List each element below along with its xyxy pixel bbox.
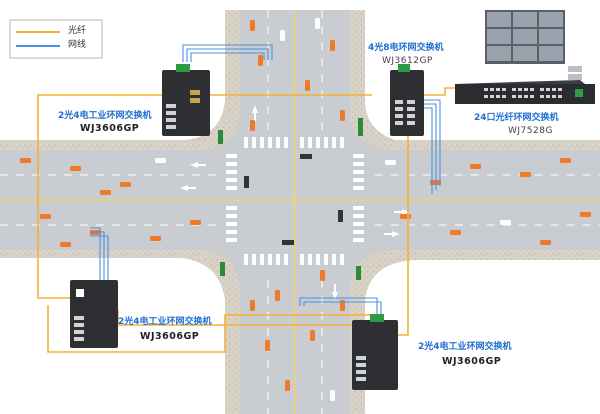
car (315, 18, 320, 29)
car (340, 300, 345, 311)
legend-fiber-label: 光纤 (68, 26, 87, 36)
car (250, 120, 255, 131)
car (500, 220, 511, 225)
car (70, 166, 81, 171)
car (150, 236, 161, 241)
car (40, 214, 51, 219)
car (280, 30, 285, 41)
legend (9, 19, 103, 59)
car (60, 242, 71, 247)
bottom-left-switch-model: WJ3606GP (140, 331, 200, 342)
car (520, 172, 531, 177)
car (100, 190, 111, 195)
core-switch-name: 24口光纤环网交换机 (474, 113, 559, 123)
car (400, 214, 411, 219)
lane-arrows (180, 105, 410, 300)
bottom-right-switch-name: 2光4电工业环网交换机 (418, 342, 512, 352)
car (155, 158, 166, 163)
vehicles (20, 18, 591, 401)
car (560, 158, 571, 163)
switch-bottom-left (70, 280, 118, 348)
car (275, 290, 280, 301)
car (450, 230, 461, 235)
car (305, 80, 310, 91)
legend-cable-label: 网线 (68, 40, 87, 50)
roads (0, 10, 600, 414)
car (330, 40, 335, 51)
car (310, 330, 315, 341)
car (580, 212, 591, 217)
lane-markings (0, 10, 600, 414)
car (285, 380, 290, 391)
top-left-switch-model: WJ3606GP (80, 123, 140, 134)
car (20, 158, 31, 163)
car (470, 164, 481, 169)
car (330, 390, 335, 401)
car (320, 270, 325, 281)
top-left-switch-name: 2光4电工业环网交换机 (58, 111, 152, 121)
bottom-left-switch-name: 2光4电工业环网交换机 (118, 317, 212, 327)
car (258, 55, 263, 66)
car (340, 110, 345, 121)
top-right-switch-name: 4光8电环网交换机 (368, 43, 444, 53)
top-right-switch-model: WJ3612GP (382, 56, 433, 66)
bottom-right-switch-model: WJ3606GP (442, 356, 502, 367)
car (540, 240, 551, 245)
switch-top-right (390, 64, 424, 136)
video-wall (485, 10, 582, 80)
core-switch-model: WJ7528G (508, 126, 553, 136)
core-switch (455, 80, 595, 104)
car (385, 160, 396, 165)
car (250, 20, 255, 31)
traffic-signals (218, 118, 363, 280)
car (120, 182, 131, 187)
car (190, 220, 201, 225)
crosswalks (226, 137, 364, 265)
car (250, 300, 255, 311)
switch-top-left (162, 64, 210, 136)
switch-bottom-right (352, 314, 398, 390)
car (265, 340, 270, 351)
